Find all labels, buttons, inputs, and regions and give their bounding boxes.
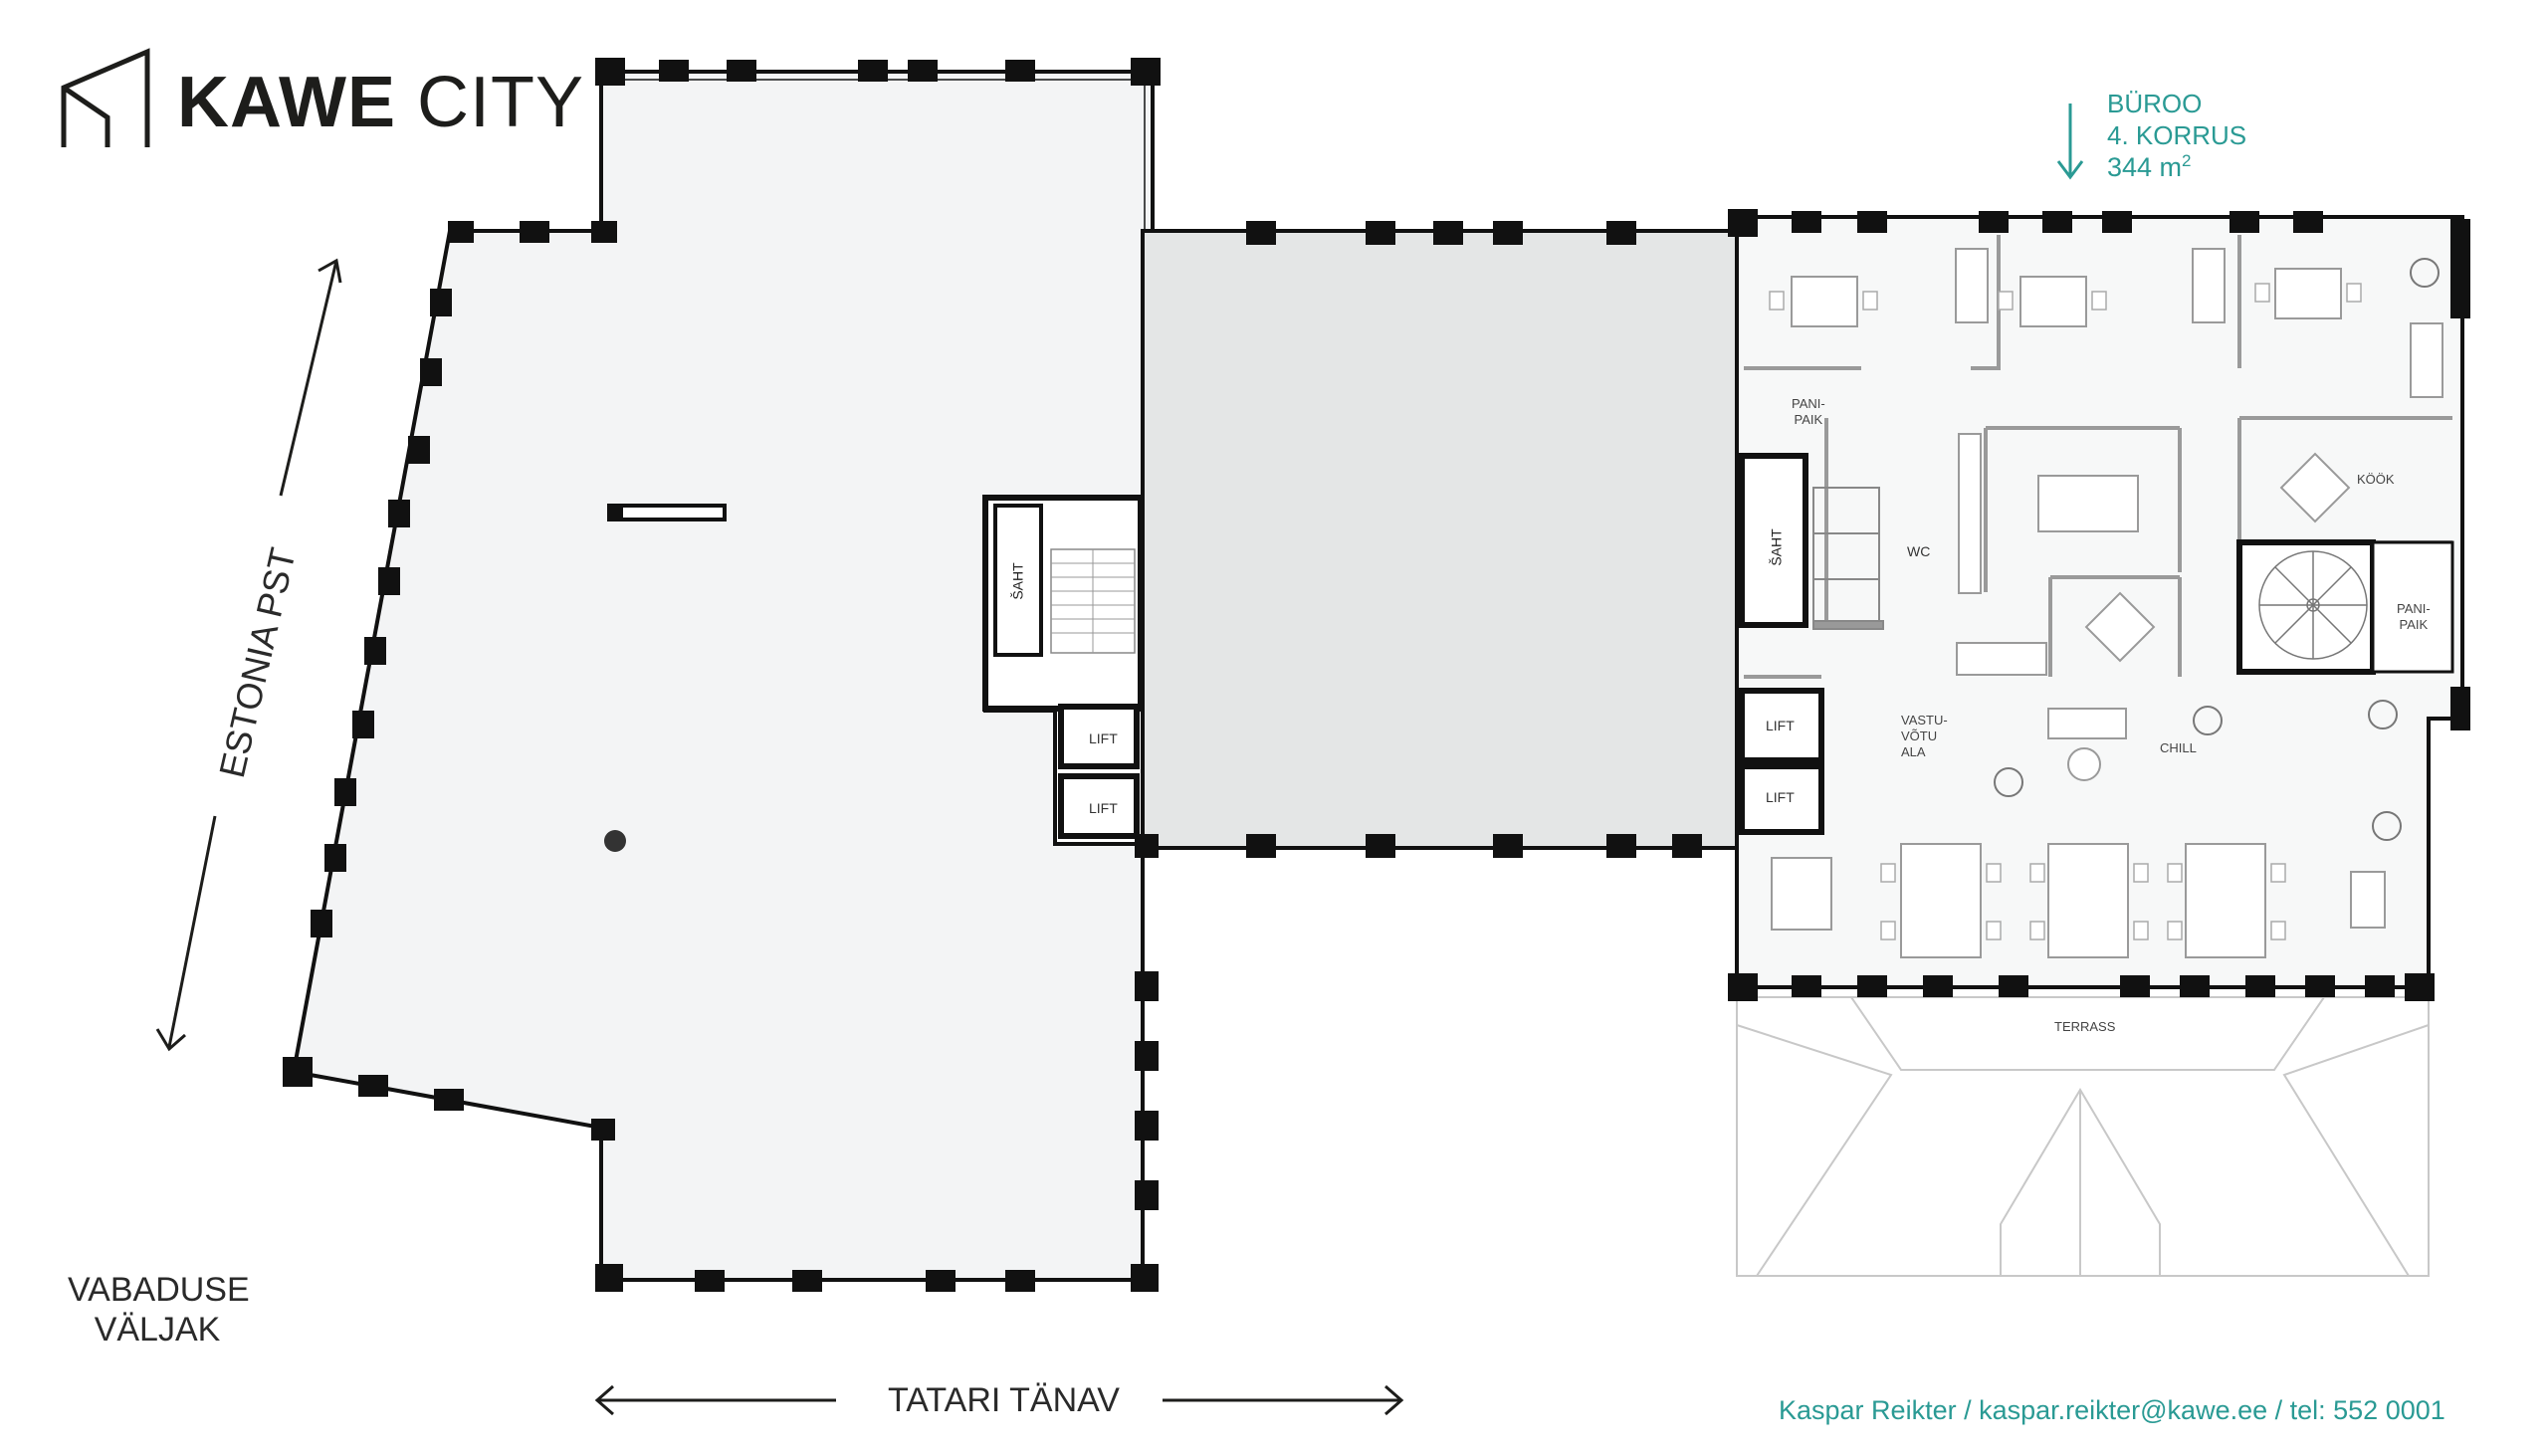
pani-top-label: PANI- PAIK [1792, 396, 1825, 428]
shaft-left-label: ŠAHT [1009, 562, 1026, 600]
lift-label: LIFT [1089, 800, 1118, 816]
vabaduse-line2: VÄLJAK [94, 1311, 221, 1349]
pani-right-line1: PANI- [2397, 601, 2431, 616]
lift-label: LIFT [1766, 718, 1795, 733]
pani-top-line1: PANI- [1792, 396, 1825, 411]
shaft-right-label: ŠAHT [1768, 528, 1785, 566]
office-area: 344 m2 [2107, 151, 2192, 183]
office-core [1739, 453, 2454, 835]
logo-bold-text: KAWE [177, 63, 396, 142]
reception-line3: ALA [1901, 744, 1926, 759]
lift-label: LIFT [1089, 730, 1118, 746]
reception-line1: VASTU- [1901, 713, 1948, 728]
wc-label: WC [1907, 543, 1931, 559]
logo-light-text: CITY [417, 63, 585, 142]
terrace-label: TERRASS [2054, 1019, 2116, 1034]
plant-icons [1994, 258, 2440, 841]
reception-line2: VÕTU [1901, 728, 1938, 743]
reception-label: VASTU- VÕTU ALA [1901, 713, 1948, 760]
chill-label: CHILL [2160, 740, 2197, 755]
street-arrows [155, 258, 1404, 1416]
pani-top-line2: PAIK [1794, 412, 1823, 427]
office-label: BÜROO 4. KORRUS [2107, 88, 2246, 151]
vabaduse-label: VABADUSE VÄLJAK [68, 1270, 250, 1350]
lift-label: LIFT [1766, 789, 1795, 805]
middle-block-floor [1141, 229, 1739, 850]
spiral-stair [2258, 550, 2368, 660]
terrace-outline [1736, 996, 2430, 1277]
office-type: BÜROO [2107, 89, 2203, 118]
pillars [283, 58, 2470, 1292]
vabaduse-line1: VABADUSE [68, 1271, 250, 1309]
pani-right-line2: PAIK [2399, 617, 2429, 632]
office-walls [1744, 235, 2452, 679]
house-outline-icon [61, 48, 150, 147]
office-area-sup: 2 [2182, 151, 2192, 170]
office-floor: 4. KORRUS [2107, 120, 2247, 150]
brand-logo: KAWE CITY [177, 62, 584, 143]
furniture [1771, 248, 2443, 958]
kitchen-label: KÖÖK [2357, 472, 2395, 487]
chairs [1769, 283, 2362, 940]
office-area-value: 344 m [2107, 152, 2183, 182]
tatari-street-label: TATARI TÄNAV [888, 1381, 1120, 1419]
arrow-down-icon [2056, 104, 2084, 180]
wc-cubicles [1812, 487, 1884, 630]
left-core [604, 495, 1144, 852]
contact-info: Kaspar Reikter / kaspar.reikter@kawe.ee … [1779, 1395, 2445, 1425]
pani-right-label: PANI- PAIK [2397, 601, 2431, 633]
